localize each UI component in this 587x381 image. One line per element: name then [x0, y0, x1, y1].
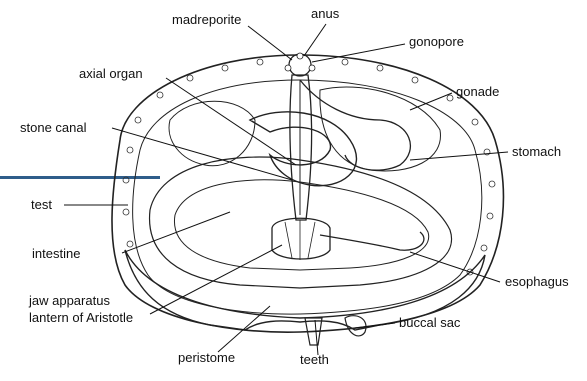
- axial-complex: [290, 75, 312, 220]
- esophagus-tube: [320, 232, 424, 250]
- gonad-left: [169, 101, 255, 166]
- label-stone-canal: stone canal: [20, 120, 87, 135]
- intestine-coil: [150, 157, 452, 288]
- label-esophagus: esophagus: [505, 274, 569, 289]
- label-madreporite: madreporite: [172, 12, 241, 27]
- label-peristome: peristome: [178, 350, 235, 365]
- label-lantern-of-aristotle: lantern of Aristotle: [29, 310, 133, 325]
- gonad-right: [320, 87, 441, 171]
- label-gonopore: gonopore: [409, 34, 464, 49]
- label-anus: anus: [311, 6, 340, 21]
- stomach-loop: [250, 112, 356, 186]
- test-shell: [112, 55, 503, 332]
- label-axial-organ: axial organ: [79, 66, 143, 81]
- label-stomach: stomach: [512, 144, 561, 159]
- label-buccal-sac: buccal sac: [399, 315, 461, 330]
- label-test: test: [31, 197, 52, 212]
- accent-bar: [0, 176, 160, 179]
- label-teeth: teeth: [300, 352, 329, 367]
- lantern-of-aristotle: [272, 218, 330, 259]
- label-intestine: intestine: [32, 246, 80, 261]
- label-gonade: gonade: [456, 84, 499, 99]
- label-jaw-apparatus: jaw apparatus: [28, 293, 110, 308]
